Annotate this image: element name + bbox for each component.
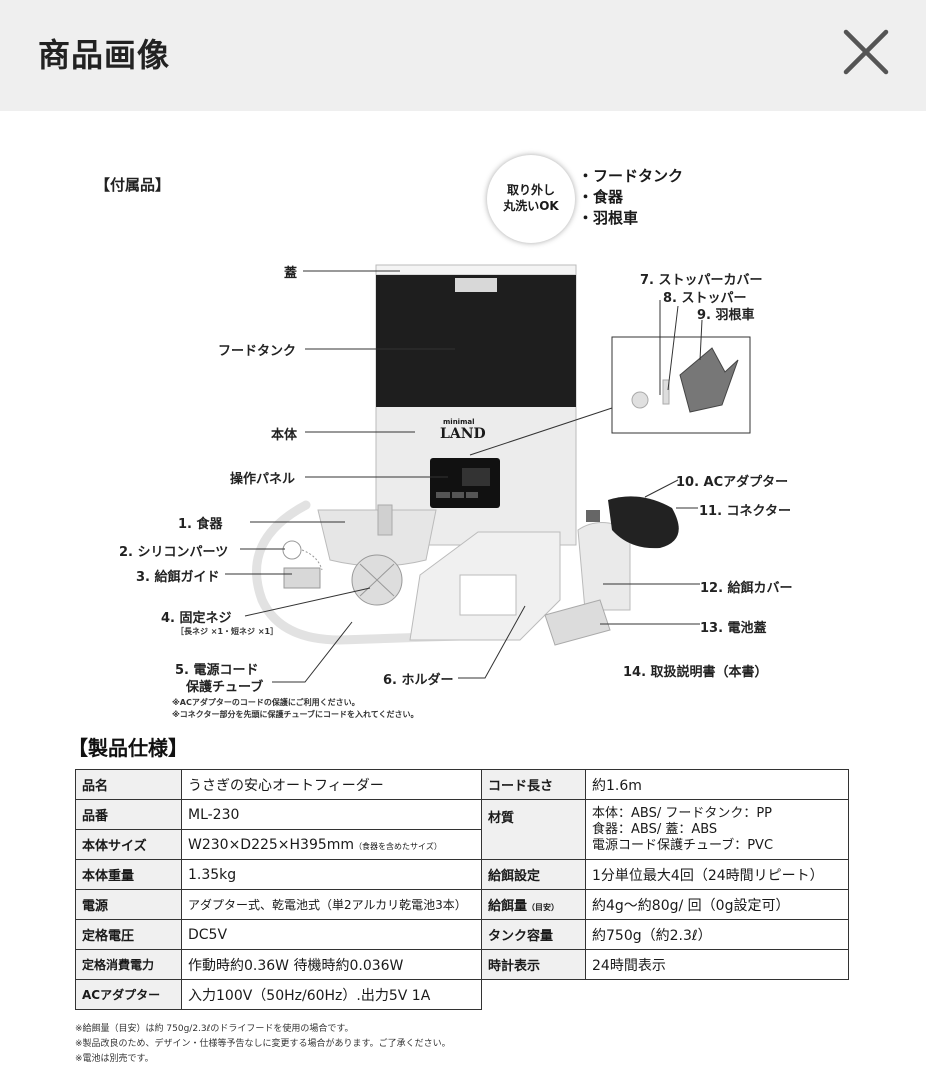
- battery-lid-illustration: [544, 599, 611, 646]
- spec-note: ※給餌量（目安）は約 750g/2.3ℓのドライフードを使用の場合です。: [75, 1024, 354, 1034]
- spec-key: コード長さ: [481, 769, 586, 800]
- badge-line-2: 丸洗いOK: [503, 199, 559, 213]
- accessory-note: ※コネクター部分を先頭に保護チューブにコードを入れてください。: [172, 710, 419, 719]
- spec-value: 1分単位最大4回（24時間リピート）: [585, 859, 849, 890]
- spec-key: タンク容量: [481, 919, 586, 950]
- spec-value: アダプター式、乾電池式（単2アルカリ乾電池3本）: [181, 889, 482, 920]
- table-row: 定格電圧 DC5V タンク容量 約750g（約2.3ℓ）: [75, 919, 849, 950]
- spec-key: 定格電圧: [75, 919, 182, 950]
- table-row: 定格消費電力 作動時約0.36W 待機時約0.036W 時計表示 24時間表示: [75, 949, 849, 980]
- label-part-12: 12. 給餌カバー: [700, 581, 793, 596]
- table-row: ACアダプター 入力100V（50Hz/60Hz）.出力5V 1A: [75, 979, 849, 1010]
- washable-item: ・フードタンク: [578, 167, 684, 185]
- spec-key: 本体重量: [75, 859, 182, 890]
- label-panel: 操作パネル: [230, 472, 296, 487]
- label-part-4: 4. 固定ネジ: [161, 611, 232, 626]
- label-part-3: 3. 給餌ガイド: [136, 570, 220, 585]
- spec-value-sub: （食器を含めたサイズ）: [354, 841, 442, 851]
- bowl-illustration: [317, 504, 437, 567]
- label-tank: フードタンク: [218, 344, 297, 359]
- ac-adapter-illustration: [586, 496, 679, 549]
- spec-value: 24時間表示: [585, 949, 849, 980]
- label-part-11: 11. コネクター: [699, 504, 792, 519]
- spec-value: 1.35kg: [181, 859, 482, 890]
- label-part-6: 6. ホルダー: [383, 673, 454, 688]
- spec-table: 品名 うさぎの安心オートフィーダー コード長さ 約1.6m 品番 ML-230 …: [75, 769, 849, 1010]
- label-body: 本体: [271, 428, 298, 443]
- material-line: 本体：ABS/ フードタンク：PP: [592, 805, 773, 821]
- spec-key: 給餌設定: [481, 859, 586, 890]
- page-title: 商品画像: [38, 36, 171, 74]
- label-part-10: 10. ACアダプター: [676, 475, 789, 490]
- table-row: 品名 うさぎの安心オートフィーダー コード長さ 約1.6m: [75, 769, 849, 800]
- washable-badge: 取り外し 丸洗いOK: [487, 155, 575, 243]
- accessory-note: ※ACアダプターのコードの保護にご利用ください。: [172, 698, 360, 707]
- washable-item: ・食器: [578, 188, 624, 206]
- spec-key-main: 給餌量: [488, 899, 528, 914]
- feeder-device-illustration: [375, 264, 577, 546]
- table-row: 電源 アダプター式、乾電池式（単2アルカリ乾電池3本） 給餌量（目安） 約4g〜…: [75, 889, 849, 920]
- table-row: 本体重量 1.35kg 給餌設定 1分単位最大4回（24時間リピート）: [75, 859, 849, 890]
- label-part-5b: 保護チューブ: [186, 680, 264, 695]
- spec-key: 品番: [75, 799, 182, 830]
- label-part-2: 2. シリコンパーツ: [119, 545, 229, 560]
- close-icon[interactable]: [840, 26, 892, 78]
- device-logo-small: minimal: [443, 418, 475, 426]
- spec-note: ※電池は別売です。: [75, 1054, 154, 1064]
- spec-key: ACアダプター: [75, 979, 182, 1010]
- spec-value: 約4g〜約80g/ 回（0g設定可）: [585, 889, 849, 920]
- label-part-4-sub: ［長ネジ ×1・短ネジ ×1］: [176, 627, 279, 636]
- spec-value: ML-230: [181, 799, 482, 830]
- spec-key: 時計表示: [481, 949, 586, 980]
- label-part-5a: 5. 電源コード: [175, 663, 259, 678]
- spec-value: 約750g（約2.3ℓ）: [585, 919, 849, 950]
- tube-illustration: [252, 500, 465, 645]
- spec-value: うさぎの安心オートフィーダー: [181, 769, 482, 800]
- material-line: 電源コード保護チューブ：PVC: [592, 837, 774, 853]
- label-lid: 蓋: [284, 266, 298, 281]
- table-row: 品番 ML-230 材質 本体：ABS/ フードタンク：PP 食器：ABS/ 蓋…: [75, 799, 849, 860]
- label-part-13: 13. 電池蓋: [700, 621, 767, 636]
- parts-diagram: [225, 264, 751, 683]
- badge-line-1: 取り外し: [506, 183, 555, 197]
- spec-value: 約1.6m: [585, 769, 849, 800]
- header-bar: 商品画像: [0, 0, 926, 111]
- spec-value: 作動時約0.36W 待機時約0.036W: [181, 949, 482, 980]
- spec-value-main: W230×D225×H395mm: [188, 836, 355, 853]
- label-part-9: 9. 羽根車: [697, 308, 755, 323]
- washable-item: ・羽根車: [578, 209, 639, 227]
- label-part-14: 14. 取扱説明書（本書）: [623, 665, 768, 680]
- spec-key: 電源: [75, 889, 182, 920]
- table-row: 本体サイズ W230×D225×H395mm（食器を含めたサイズ）: [75, 829, 849, 860]
- spec-key-sub: （目安）: [527, 903, 560, 912]
- spec-notes: ※給餌量（目安）は約 750g/2.3ℓのドライフードを使用の場合です。 ※製品…: [75, 1022, 451, 1067]
- spec-key: 品名: [75, 769, 182, 800]
- label-part-7: 7. ストッパーカバー: [640, 273, 763, 288]
- spec-key: 給餌量（目安）: [481, 889, 586, 920]
- spec-value: 入力100V（50Hz/60Hz）.出力5V 1A: [181, 979, 482, 1010]
- accessories-heading: 【付属品】: [95, 176, 171, 194]
- label-part-1: 1. 食器: [178, 517, 223, 532]
- spec-value: DC5V: [181, 919, 482, 950]
- spec-key: 定格消費電力: [75, 949, 182, 980]
- spec-key: 本体サイズ: [75, 829, 182, 860]
- device-logo: LAND: [440, 426, 486, 442]
- label-part-8: 8. ストッパー: [663, 291, 747, 306]
- material-line: 食器：ABS/ 蓋：ABS: [592, 821, 718, 837]
- spec-value: W230×D225×H395mm（食器を含めたサイズ）: [181, 829, 482, 860]
- washable-list: ・フードタンク ・食器 ・羽根車: [578, 166, 683, 229]
- spec-note: ※製品改良のため、デザイン・仕様等予告なしに変更する場合があります。ご了承くださ…: [75, 1039, 451, 1049]
- spec-heading: 【製品仕様】: [68, 736, 188, 760]
- spec-key: 材質: [481, 799, 586, 860]
- spec-value-material: 本体：ABS/ フードタンク：PP 食器：ABS/ 蓋：ABS 電源コード保護チ…: [585, 799, 849, 860]
